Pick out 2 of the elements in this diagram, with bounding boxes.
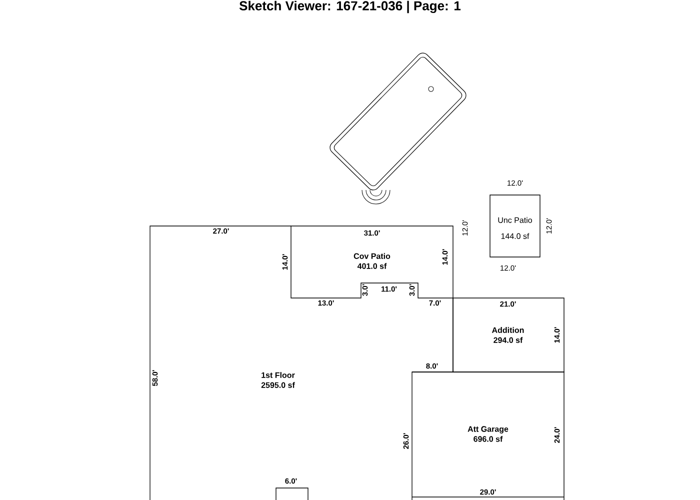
- patio-area: Unc Patio 144.0 sf: [490, 194, 540, 258]
- diagram-title: Sketch Viewer: 167-21-036 | Page: 1: [239, 0, 461, 14]
